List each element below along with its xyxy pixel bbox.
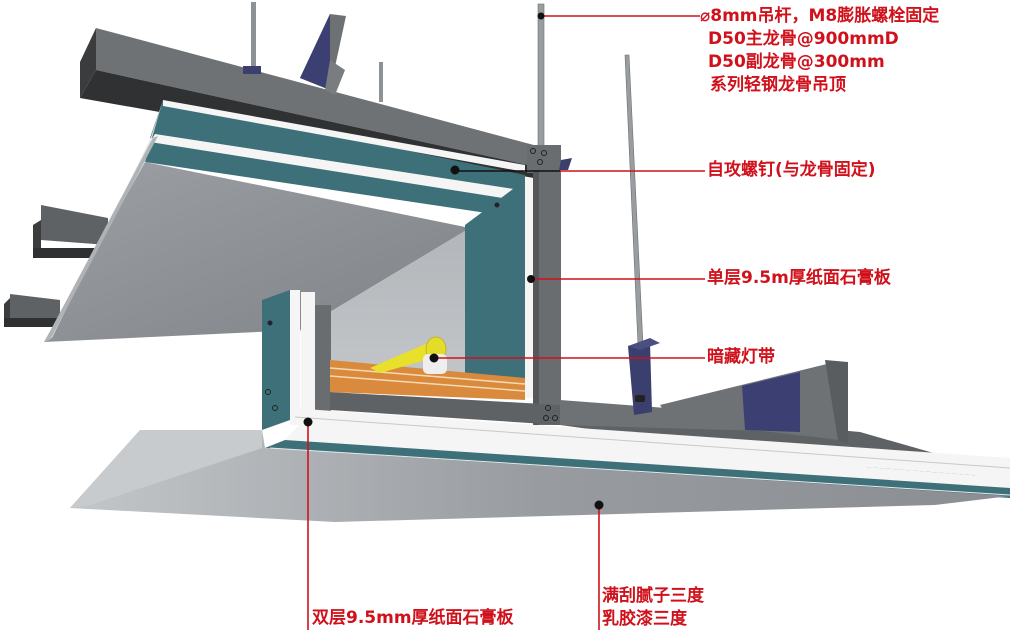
annotation-hidden-light-strip: 暗藏灯带 <box>707 346 775 369</box>
cavity <box>300 170 561 425</box>
annotation-line: 乳胶漆三度 <box>602 609 687 629</box>
annotation-single-layer-board: 单层9.5m厚纸面石膏板 <box>707 267 891 290</box>
annotation-double-layer-board: 双层9.5mm厚纸面石膏板 <box>312 607 514 630</box>
annotation-line: 暗藏灯带 <box>707 347 775 367</box>
leader-lines <box>303 12 705 630</box>
annotation-self-tapping-screw: 自攻螺钉(与龙骨固定) <box>707 159 876 182</box>
upper-board <box>44 100 525 342</box>
annotation-line: D50副龙骨@300mm <box>708 52 885 72</box>
annotation-line: 双层9.5mm厚纸面石膏板 <box>312 608 514 628</box>
annotation-hanger-rod: ⌀8mm吊杆，M8膨胀螺栓固定 D50主龙骨@900mmD D50副龙骨@300… <box>700 5 939 97</box>
bottom-board <box>70 408 1011 522</box>
annotation-line: 单层9.5m厚纸面石膏板 <box>707 268 891 288</box>
annotation-line: 系列轻钢龙骨吊顶 <box>710 75 846 95</box>
annotation-line: ⌀8mm吊杆，M8膨胀螺栓固定 <box>700 6 940 26</box>
annotation-line: 自攻螺钉(与龙骨固定) <box>707 160 876 180</box>
annotation-line: 满刮腻子三度 <box>602 586 704 606</box>
secondary-channels-left <box>4 205 108 327</box>
annotation-line: D50主龙骨@900mmD <box>708 29 899 49</box>
lower-drop <box>262 290 560 430</box>
annotation-finish: 满刮腻子三度 乳胶漆三度 <box>602 585 704 631</box>
